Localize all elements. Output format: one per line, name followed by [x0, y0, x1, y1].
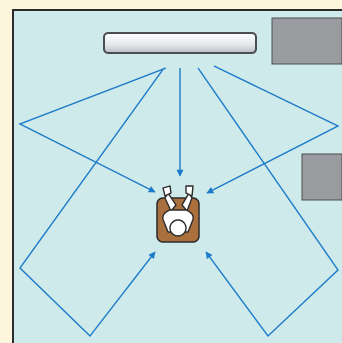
- sound-path-rear-right: [197, 67, 339, 338]
- sound-paths: [18, 65, 340, 338]
- room-wall-frame: [12, 9, 342, 343]
- soundbar: [103, 32, 257, 54]
- cabinet-top-right: [271, 17, 342, 65]
- sound-path-front-right: [206, 65, 340, 194]
- listener-person-icon: [162, 185, 194, 237]
- cabinet-right: [301, 153, 342, 201]
- sound-path-front-left: [18, 67, 167, 193]
- sound-path-rear-left: [19, 67, 165, 338]
